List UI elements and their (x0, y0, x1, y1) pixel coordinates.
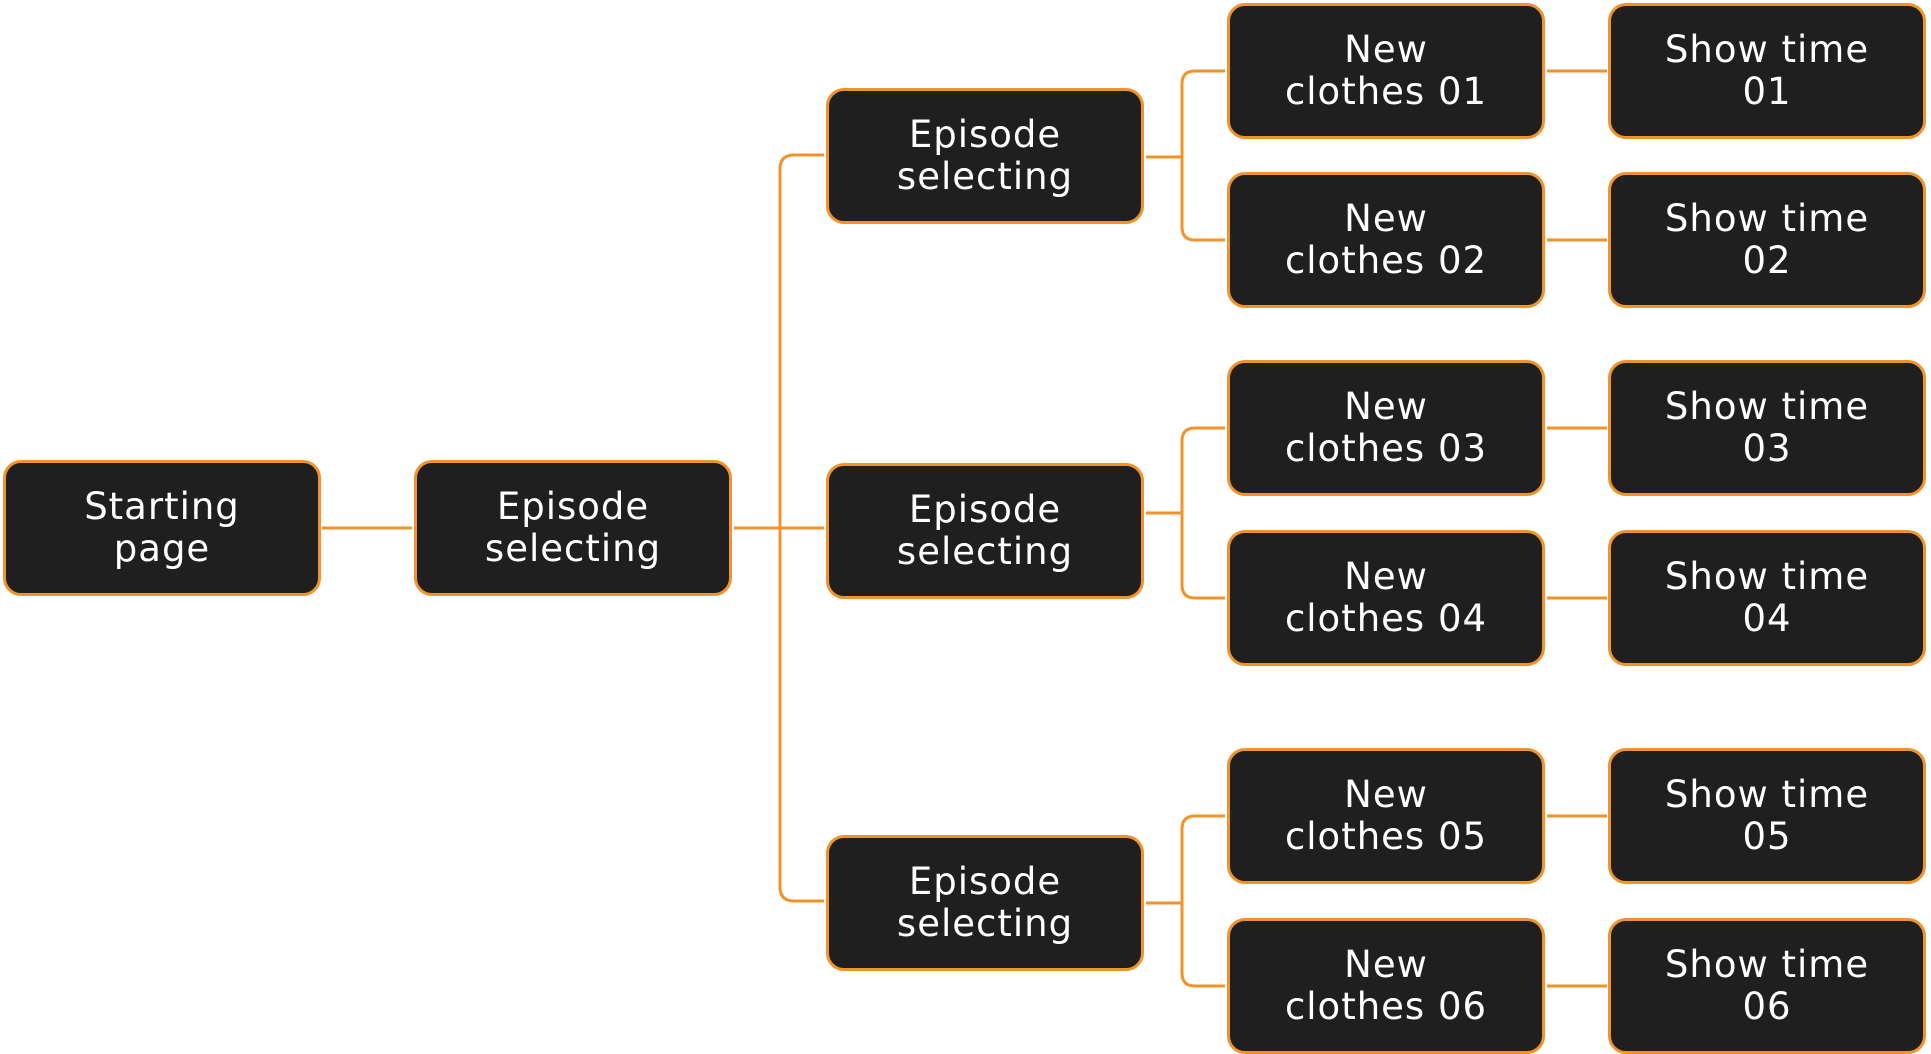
node-label-line2: 04 (1742, 597, 1792, 640)
connector-episode-to-clothes (1180, 426, 1225, 600)
new-clothes-node: New clothes 03 (1227, 360, 1545, 496)
node-label-line2: 06 (1742, 985, 1792, 1028)
show-time-node: Show time 02 (1608, 172, 1926, 308)
node-label-line1: Show time (1664, 385, 1870, 428)
show-time-node: Show time 03 (1608, 360, 1926, 496)
episode-selecting-node: Episode selecting (826, 88, 1144, 224)
new-clothes-node: New clothes 02 (1227, 172, 1545, 308)
node-label-line1: Episode (908, 113, 1062, 156)
node-label-line1: Show time (1664, 555, 1870, 598)
connector-episode-to-clothes (1180, 69, 1225, 242)
node-label-line1: Show time (1664, 28, 1870, 71)
node-label-line1: Show time (1664, 197, 1870, 240)
node-label-line2: 02 (1742, 239, 1792, 282)
node-label-line1: New (1344, 197, 1428, 240)
show-time-node: Show time 06 (1608, 918, 1926, 1054)
node-label-line1: Show time (1664, 773, 1870, 816)
show-time-node: Show time 05 (1608, 748, 1926, 884)
node-label-line2: selecting (896, 902, 1074, 945)
node-label-line1: Episode (496, 485, 650, 528)
node-label-line1: Starting (84, 485, 240, 528)
node-label-line1: Episode (908, 860, 1062, 903)
show-time-node: Show time 01 (1608, 3, 1926, 139)
node-label-line2: selecting (896, 530, 1074, 573)
node-label-line2: 05 (1742, 815, 1792, 858)
node-label-line1: Episode (908, 488, 1062, 531)
new-clothes-node: New clothes 05 (1227, 748, 1545, 884)
node-label-line2: 03 (1742, 427, 1792, 470)
node-label-line2: clothes 03 (1284, 427, 1488, 470)
connector-episode-to-clothes (1180, 814, 1225, 988)
starting-page-node: Starting page (3, 460, 321, 596)
episode-selecting-node: Episode selecting (826, 835, 1144, 971)
node-label-line2: selecting (896, 155, 1074, 198)
node-label-line2: clothes 06 (1284, 985, 1488, 1028)
node-label-line2: clothes 02 (1284, 239, 1488, 282)
node-label-line2: selecting (484, 527, 662, 570)
episode-selecting-node: Episode selecting (826, 463, 1144, 599)
node-label-line1: New (1344, 28, 1428, 71)
node-label-line1: New (1344, 555, 1428, 598)
node-label-line1: Show time (1664, 943, 1870, 986)
node-label-line1: New (1344, 385, 1428, 428)
node-label-line2: page (113, 527, 211, 570)
node-label-line2: clothes 04 (1284, 597, 1488, 640)
node-label-line2: clothes 05 (1284, 815, 1488, 858)
new-clothes-node: New clothes 04 (1227, 530, 1545, 666)
node-label-line2: clothes 01 (1284, 70, 1488, 113)
node-label-line2: 01 (1742, 70, 1792, 113)
node-label-line1: New (1344, 773, 1428, 816)
new-clothes-node: New clothes 06 (1227, 918, 1545, 1054)
show-time-node: Show time 04 (1608, 530, 1926, 666)
episode-selecting-node: Episode selecting (414, 460, 732, 596)
node-label-line1: New (1344, 943, 1428, 986)
new-clothes-node: New clothes 01 (1227, 3, 1545, 139)
